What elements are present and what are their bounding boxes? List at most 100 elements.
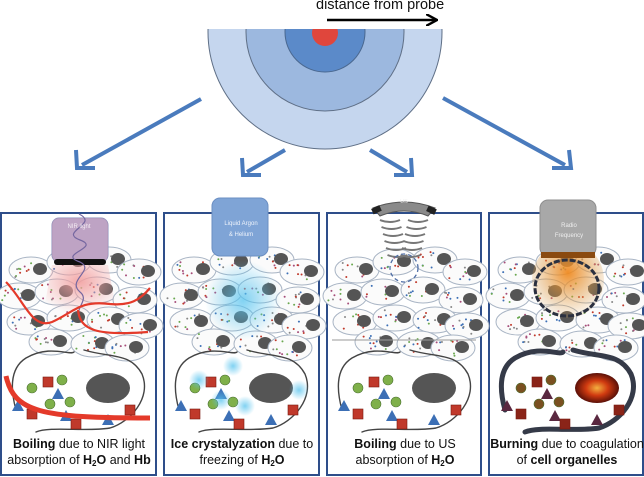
organelle-dot: [384, 285, 387, 288]
organelle-dot: [420, 294, 423, 297]
organelle-dot: [362, 335, 365, 338]
organelle-vesicle: [70, 418, 82, 430]
organelle-dot: [305, 278, 308, 281]
organelle-dot: [365, 295, 368, 298]
closeup-nucleus: [575, 373, 619, 403]
organelle-dot: [198, 313, 201, 316]
organelle-dot: [123, 263, 126, 266]
organelle-dot: [568, 350, 571, 353]
organelle-dot: [115, 342, 118, 345]
organelle-dot: [18, 318, 21, 321]
organelle-ribosome: [428, 414, 440, 425]
organelle-dot: [283, 295, 286, 298]
organelle-mitochondrion: [390, 396, 402, 408]
organelle-dot: [347, 302, 350, 305]
organelle-dot: [509, 328, 512, 331]
organelle-mitochondrion: [533, 398, 545, 410]
caption-us-o: O: [444, 453, 455, 467]
organelle-dot: [271, 260, 274, 263]
organelle-dot: [375, 340, 378, 343]
closeup-membrane: [174, 349, 308, 433]
organelle-mitochondrion: [56, 374, 68, 386]
organelle-mitochondrion: [64, 396, 76, 408]
organelle-dot: [510, 268, 513, 271]
organelle-dot: [449, 266, 452, 269]
organelle-vesicle: [531, 376, 543, 388]
organelle-dot: [461, 323, 464, 326]
organelle-ribosome: [265, 414, 277, 425]
organelle-dot: [127, 317, 130, 320]
cell-nucleus: [626, 293, 640, 305]
caption-rf-organelles: cell organelles: [530, 453, 618, 467]
organelle-dot: [622, 304, 625, 307]
organelle-dot: [297, 305, 300, 308]
organelle-dot: [416, 342, 419, 345]
organelle-dot: [208, 346, 211, 349]
cell-nucleus: [306, 319, 320, 331]
organelle-vesicle: [233, 418, 245, 430]
cell-nucleus: [467, 265, 481, 277]
organelle-dot: [356, 265, 359, 268]
organelle-dot: [538, 333, 541, 336]
organelle-dot: [445, 296, 448, 299]
organelle-dot: [127, 305, 130, 308]
organelle-dot: [603, 345, 606, 348]
organelle-dot: [181, 270, 184, 273]
caption-cryo-bold: Ice crystalyzation: [170, 437, 275, 451]
organelle-dot: [179, 261, 182, 264]
organelle-dot: [23, 316, 26, 319]
distance-from-probe-label: distance from probe: [316, 0, 445, 13]
organelle-dot: [190, 317, 193, 320]
caption-us-text: due to US absorption of: [355, 437, 456, 467]
organelle-dot: [621, 266, 624, 269]
cell-nucleus: [143, 319, 157, 331]
organelle-dot: [458, 319, 461, 322]
organelle-dot: [613, 275, 616, 278]
organelle-dot: [438, 349, 441, 352]
organelle-dot: [281, 353, 284, 356]
organelle-dot: [440, 340, 443, 343]
organelle-ribosome: [591, 414, 603, 425]
organelle-vesicle: [559, 418, 571, 430]
tissue-cell: [497, 256, 543, 284]
caption-rf-text: due to coagulation of: [516, 437, 644, 467]
organelle-dot: [415, 281, 418, 284]
tissue-cell: [438, 286, 484, 314]
organelle-dot: [452, 327, 455, 330]
organelle-vesicle: [450, 404, 462, 416]
ice-crystal: [289, 380, 309, 400]
organelle-dot: [575, 343, 578, 346]
us-transducer-right: [426, 205, 437, 215]
closeup-blood-vessel: [3, 375, 151, 421]
organelle-dot: [273, 264, 276, 267]
tissue-cell: [116, 258, 162, 286]
organelle-dot: [459, 278, 462, 281]
organelle-dot: [186, 274, 189, 277]
organelle-dot: [623, 339, 626, 342]
organelle-dot: [274, 266, 277, 269]
organelle-dot: [6, 291, 9, 294]
cell-nucleus: [522, 263, 536, 275]
organelle-dot: [447, 291, 450, 294]
organelle-dot: [631, 317, 634, 320]
caption-nir-bold: Boiling: [13, 437, 56, 451]
organelle-dot: [412, 343, 415, 346]
organelle-dot: [620, 328, 623, 331]
organelle-dot: [11, 321, 14, 324]
organelle-dot: [42, 297, 45, 300]
organelle-dot: [439, 323, 442, 326]
organelle-dot: [34, 337, 37, 340]
organelle-dot: [330, 289, 333, 292]
caption-cryo-o: O: [274, 453, 285, 467]
organelle-dot: [17, 288, 20, 291]
tissue-cell: [334, 256, 380, 284]
organelle-dot: [417, 256, 420, 259]
organelle-ribosome: [549, 410, 561, 421]
us-wave-left: [381, 226, 402, 230]
organelle-dot: [4, 289, 7, 292]
tissue-cell: [485, 282, 531, 310]
cell-nucleus: [33, 263, 47, 275]
organelle-dot: [468, 278, 471, 281]
caption-nir-o: O: [96, 453, 107, 467]
organelle-dot: [94, 336, 97, 339]
